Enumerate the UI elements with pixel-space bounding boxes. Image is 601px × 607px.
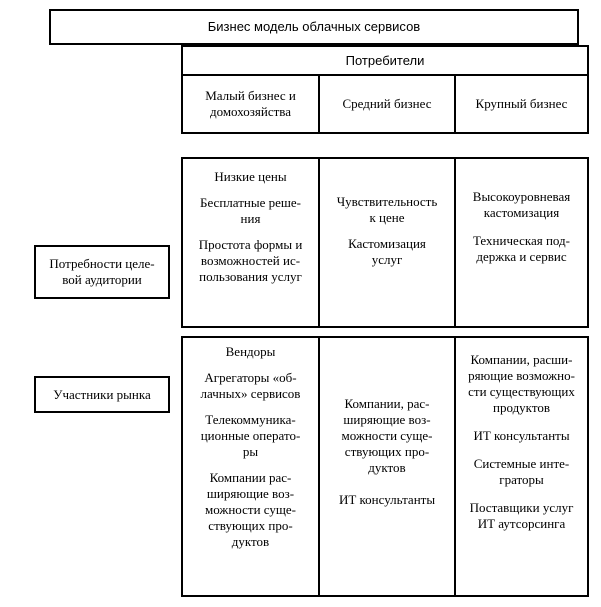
list-item: Агрегаторы «об- лачных» сервисов bbox=[200, 370, 301, 401]
row-label-audience-needs: Потребности целе- вой аудитории bbox=[49, 256, 155, 287]
diagram-title: Бизнес модель облачных сервисов bbox=[207, 19, 421, 34]
divider bbox=[183, 74, 587, 76]
market-small-business-cell: Вендоры Агрегаторы «об- лачных» сервисов… bbox=[183, 344, 318, 550]
column-header-small-business: Малый бизнес и домохозяйства bbox=[183, 76, 318, 132]
divider bbox=[318, 338, 320, 595]
list-item: ИТ консультанты bbox=[473, 428, 570, 443]
row-label-market-participants: Участники рынка bbox=[53, 386, 151, 402]
market-medium-business-cell: Компании, рас- ширяющие воз- можности су… bbox=[320, 396, 454, 508]
consumers-table: Потребители Малый бизнес и домохозяйства… bbox=[181, 45, 589, 134]
list-item: Поставщики услуг ИТ аутсорсинга bbox=[469, 500, 574, 531]
needs-small-business-cell: Низкие цены Бесплатные реше- ния Простот… bbox=[183, 169, 318, 285]
column-label: Средний бизнес bbox=[342, 96, 432, 111]
divider bbox=[454, 338, 456, 595]
list-item: Телекоммуника- ционные операто- ры bbox=[200, 412, 301, 459]
needs-medium-business-cell: Чувствительность к цене Кастомизация усл… bbox=[320, 194, 454, 268]
list-item: Чувствительность к цене bbox=[336, 194, 438, 225]
diagram-title-box: Бизнес модель облачных сервисов bbox=[49, 9, 579, 45]
list-item: Кастомизация услуг bbox=[348, 236, 426, 267]
list-item: Низкие цены bbox=[214, 169, 287, 184]
consumers-header: Потребители bbox=[345, 52, 425, 68]
list-item: Техническая под- держка и сервис bbox=[472, 233, 570, 264]
market-large-business-cell: Компании, расши- ряющие возможно- сти су… bbox=[456, 352, 587, 532]
divider bbox=[318, 159, 320, 326]
divider bbox=[454, 76, 456, 132]
list-item: ИТ консультанты bbox=[338, 492, 436, 507]
divider bbox=[318, 76, 320, 132]
list-item: Простота формы и возможностей ис- пользо… bbox=[198, 237, 303, 284]
divider bbox=[454, 159, 456, 326]
row-label-market-participants-box: Участники рынка bbox=[34, 376, 170, 413]
list-item: Компании рас- ширяющие воз- можности сущ… bbox=[204, 470, 297, 549]
list-item: Компании, расши- ряющие возможно- сти су… bbox=[468, 352, 575, 415]
row-label-audience-needs-box: Потребности целе- вой аудитории bbox=[34, 245, 170, 299]
market-participants-table: Вендоры Агрегаторы «об- лачных» сервисов… bbox=[181, 336, 589, 597]
list-item: Бесплатные реше- ния bbox=[200, 195, 301, 226]
audience-needs-table: Низкие цены Бесплатные реше- ния Простот… bbox=[181, 157, 589, 328]
needs-large-business-cell: Высокоуровневая кастомизация Техническая… bbox=[456, 189, 587, 265]
column-header-medium-business: Средний бизнес bbox=[320, 76, 454, 132]
list-item: Вендоры bbox=[225, 344, 276, 359]
list-item: Высокоуровневая кастомизация bbox=[472, 189, 571, 220]
consumers-header-cell: Потребители bbox=[183, 47, 587, 74]
list-item: Системные инте- граторы bbox=[473, 456, 570, 487]
column-label: Крупный бизнес bbox=[475, 96, 568, 111]
column-header-large-business: Крупный бизнес bbox=[456, 76, 587, 132]
column-label: Малый бизнес и домохозяйства bbox=[205, 88, 296, 119]
list-item: Компании, рас- ширяющие воз- можности су… bbox=[341, 396, 433, 475]
